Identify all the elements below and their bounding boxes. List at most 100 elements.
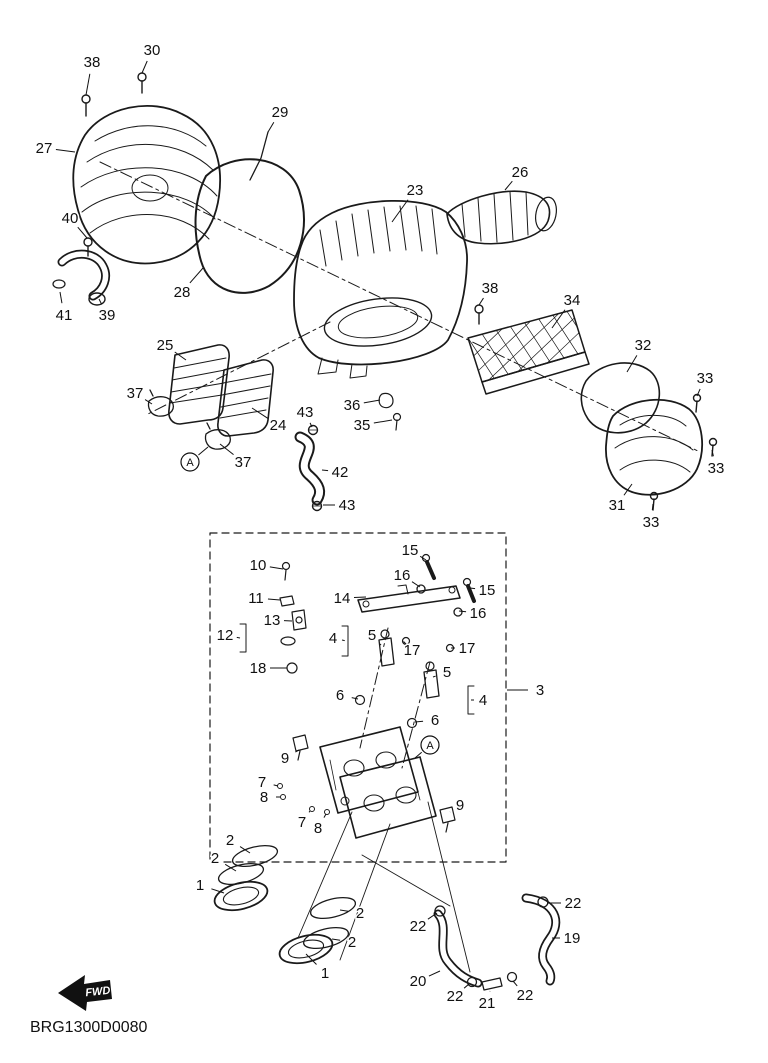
callout-12: 12: [217, 627, 234, 644]
callout-17: 17: [459, 640, 476, 657]
callout-38: 38: [84, 54, 101, 71]
leader-line: [267, 122, 275, 133]
callout-10: 10: [250, 557, 267, 574]
injectors-drawing: [354, 629, 455, 729]
callout-20: 20: [410, 973, 427, 990]
leader-line: [373, 419, 393, 424]
leader-line: [309, 422, 313, 428]
intake-duct-drawing: [446, 190, 558, 245]
leader-line: [144, 399, 153, 405]
leader-line: [198, 446, 209, 456]
callout-5: 5: [443, 664, 451, 681]
joint-ducts-drawing: [168, 344, 274, 437]
screws-7-8-drawing: [277, 783, 330, 815]
leader-line: [512, 980, 518, 987]
callout-9: 9: [281, 750, 289, 767]
callout-14: 14: [334, 590, 351, 607]
leader-line: [269, 566, 284, 570]
callout-33: 33: [697, 370, 714, 387]
diagram-code: BRG1300D0080: [30, 1019, 148, 1036]
callout-11: 11: [248, 590, 264, 607]
leader-line: [626, 355, 638, 373]
callout-19: 19: [564, 930, 581, 947]
callout-15: 15: [402, 542, 419, 559]
callout-37: 37: [127, 385, 144, 402]
leader-line: [419, 555, 427, 561]
callout-2: 2: [356, 905, 364, 922]
top-bolts-drawing: [81, 72, 147, 117]
callout-7: 7: [298, 814, 306, 831]
callout-41: 41: [56, 307, 73, 324]
callout-21: 21: [479, 995, 496, 1012]
callout-4: 4: [329, 630, 337, 647]
sensor-36-35-drawing: [378, 392, 402, 431]
throttle-assembly-box: [209, 532, 507, 863]
callout-4: 4: [479, 692, 487, 709]
callout-35: 35: [354, 417, 371, 434]
fwd-arrow: [58, 975, 112, 1011]
leader-line: [305, 953, 317, 965]
throttle-body-drawing: [319, 726, 437, 839]
hose-42-drawing: [294, 431, 326, 506]
callout-8: 8: [314, 820, 322, 837]
leader-line: [331, 938, 341, 941]
callout-33: 33: [708, 460, 725, 477]
leader-lines: [55, 60, 714, 992]
callout-5: 5: [368, 627, 376, 644]
callout-13: 13: [264, 612, 281, 629]
callout-43: 43: [339, 497, 356, 514]
intake-joints-drawing: [213, 844, 357, 965]
view-marker-A: A: [420, 735, 440, 755]
leader-line: [551, 309, 566, 329]
leader-line: [219, 443, 234, 455]
leader-line: [323, 813, 327, 818]
callout-17: 17: [404, 642, 421, 659]
rod-29-drawing: [249, 131, 269, 181]
leader-line: [463, 983, 470, 989]
callout-3: 3: [536, 682, 544, 699]
leader-line: [341, 639, 345, 642]
fwd-label: FWD: [85, 985, 111, 1000]
callout-7: 7: [258, 774, 266, 791]
callout-27: 27: [36, 140, 53, 157]
svg-text:A: A: [186, 457, 194, 469]
callout-22: 22: [410, 918, 427, 935]
callout-42: 42: [332, 464, 349, 481]
callout-8: 8: [260, 789, 268, 806]
leader-line: [414, 720, 424, 723]
leader-line: [428, 970, 441, 977]
nuts-43-drawing: [307, 424, 323, 512]
callout-26: 26: [512, 164, 529, 181]
leader-line: [224, 863, 237, 872]
callout-1: 1: [321, 965, 329, 982]
svg-text:A: A: [426, 740, 434, 752]
callout-40: 40: [62, 210, 79, 227]
drain-hoses-drawing: [433, 893, 561, 991]
leader-line: [239, 846, 251, 854]
bolts-33-drawing: [649, 393, 718, 511]
leader-line: [267, 598, 281, 601]
callout-2: 2: [348, 934, 356, 951]
leader-line: [351, 697, 359, 700]
regulator-drawing: [279, 561, 307, 674]
callout-34: 34: [564, 292, 581, 309]
callout-22: 22: [517, 987, 534, 1004]
leader-line: [363, 399, 381, 404]
callout-38: 38: [482, 280, 499, 297]
callout-22: 22: [565, 895, 582, 912]
leader-line: [696, 388, 701, 397]
callout-25: 25: [157, 337, 174, 354]
leader-line: [623, 483, 633, 496]
callout-9: 9: [456, 797, 464, 814]
breather-hose-drawing: [52, 237, 111, 306]
callout-30: 30: [144, 42, 161, 59]
callout-6: 6: [431, 712, 439, 729]
leader-line: [353, 596, 367, 598]
callout-6: 6: [336, 687, 344, 704]
rail-bolts-drawing: [416, 553, 476, 617]
leader-line: [189, 267, 204, 284]
callout-31: 31: [609, 497, 626, 514]
callout-16: 16: [394, 567, 411, 584]
